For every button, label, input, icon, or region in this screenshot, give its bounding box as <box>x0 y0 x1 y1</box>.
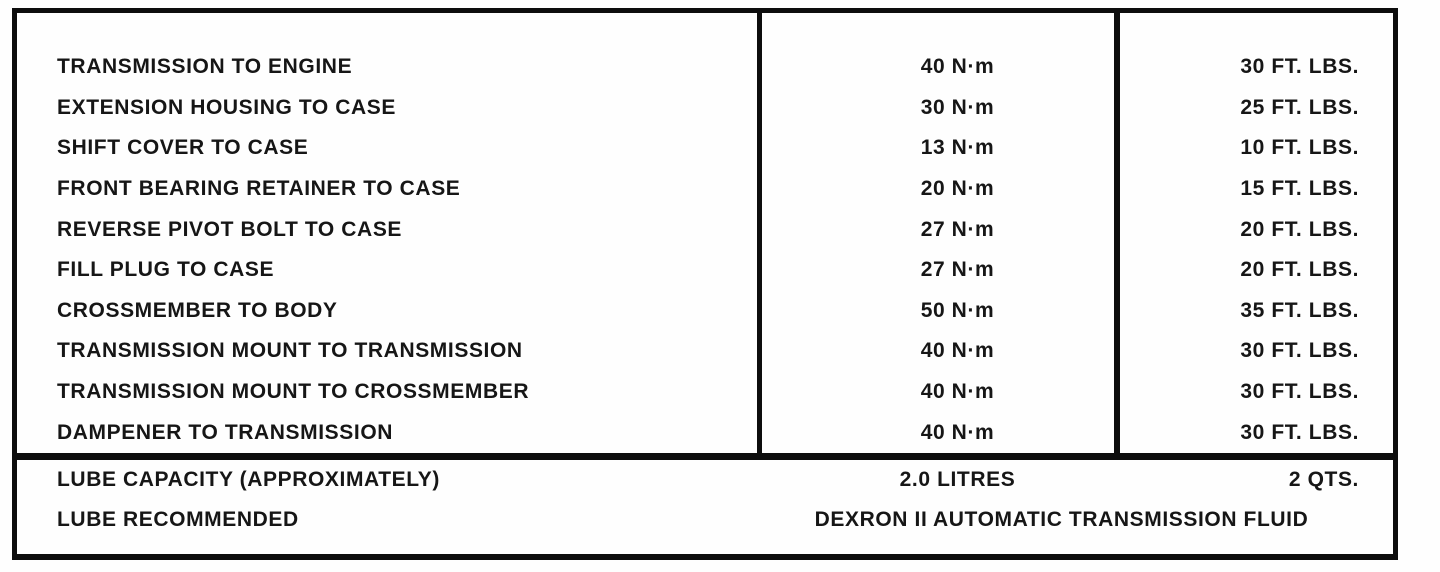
torque-ftlbs-value: 15 FT. LBS. <box>1240 177 1359 201</box>
table-row: TRANSMISSION TO ENGINE 40 N·m 30 FT. LBS… <box>17 47 1393 88</box>
table-row: TRANSMISSION MOUNT TO CROSSMEMBER 40 N·m… <box>17 372 1393 413</box>
torque-nm-value: 40 N·m <box>920 420 995 444</box>
table-row: LUBE CAPACITY (APPROXIMATELY) 2.0 LITRES… <box>17 460 1393 500</box>
torque-ftlbs-value: 20 FT. LBS. <box>1240 258 1359 282</box>
torque-ftlbs-value: 25 FT. LBS. <box>1240 95 1359 119</box>
component-label: TRANSMISSION MOUNT TO TRANSMISSION <box>57 339 523 363</box>
torque-nm-value: 50 N·m <box>920 298 995 322</box>
table-row: REVERSE PIVOT BOLT TO CASE 27 N·m 20 FT.… <box>17 209 1393 250</box>
table-row: CROSSMEMBER TO BODY 50 N·m 35 FT. LBS. <box>17 291 1393 332</box>
column-divider-imperial <box>1114 13 1120 454</box>
torque-nm-value: 27 N·m <box>920 258 995 282</box>
torque-ftlbs-value: 35 FT. LBS. <box>1240 298 1359 322</box>
torque-nm-value: 13 N·m <box>920 136 995 160</box>
table-row: DAMPENER TO TRANSMISSION 40 N·m 30 FT. L… <box>17 412 1393 453</box>
component-label: CROSSMEMBER TO BODY <box>57 298 338 322</box>
lube-capacity-label: LUBE CAPACITY (APPROXIMATELY) <box>57 468 440 491</box>
lube-section-divider <box>12 453 1398 460</box>
torque-ftlbs-value: 30 FT. LBS. <box>1240 380 1359 404</box>
torque-nm-value: 40 N·m <box>920 55 995 79</box>
torque-nm-value: 30 N·m <box>920 95 995 119</box>
torque-ftlbs-value: 30 FT. LBS. <box>1240 420 1359 444</box>
torque-nm-value: 40 N·m <box>920 339 995 363</box>
table-row: LUBE RECOMMENDED DEXRON II AUTOMATIC TRA… <box>17 500 1393 540</box>
lube-section: LUBE CAPACITY (APPROXIMATELY) 2.0 LITRES… <box>17 460 1393 540</box>
table-row: EXTENSION HOUSING TO CASE 30 N·m 25 FT. … <box>17 88 1393 129</box>
table-row: SHIFT COVER TO CASE 13 N·m 10 FT. LBS. <box>17 128 1393 169</box>
component-label: FILL PLUG TO CASE <box>57 258 275 282</box>
lube-recommended-label: LUBE RECOMMENDED <box>57 508 299 531</box>
table-row: FILL PLUG TO CASE 27 N·m 20 FT. LBS. <box>17 250 1393 291</box>
table-row: TRANSMISSION MOUNT TO TRANSMISSION 40 N·… <box>17 331 1393 372</box>
table-row: FRONT BEARING RETAINER TO CASE 20 N·m 15… <box>17 169 1393 210</box>
component-label: DAMPENER TO TRANSMISSION <box>57 420 394 444</box>
component-label: SHIFT COVER TO CASE <box>57 136 309 160</box>
lube-capacity-metric-value: 2.0 LITRES <box>899 468 1016 491</box>
torque-rows: TRANSMISSION TO ENGINE 40 N·m 30 FT. LBS… <box>17 13 1393 453</box>
component-label: FRONT BEARING RETAINER TO CASE <box>57 177 461 201</box>
torque-ftlbs-value: 30 FT. LBS. <box>1240 339 1359 363</box>
torque-ftlbs-value: 10 FT. LBS. <box>1240 136 1359 160</box>
component-label: TRANSMISSION TO ENGINE <box>57 55 353 79</box>
lube-recommended-value: DEXRON II AUTOMATIC TRANSMISSION FLUID <box>814 508 1309 531</box>
torque-ftlbs-value: 30 FT. LBS. <box>1240 55 1359 79</box>
spec-table: TRANSMISSION TO ENGINE 40 N·m 30 FT. LBS… <box>12 8 1398 560</box>
lube-capacity-imperial-value: 2 QTS. <box>1288 468 1359 491</box>
column-divider-metric <box>757 13 762 454</box>
component-label: TRANSMISSION MOUNT TO CROSSMEMBER <box>57 380 530 404</box>
torque-nm-value: 20 N·m <box>920 177 995 201</box>
component-label: REVERSE PIVOT BOLT TO CASE <box>57 217 403 241</box>
torque-nm-value: 40 N·m <box>920 380 995 404</box>
torque-nm-value: 27 N·m <box>920 217 995 241</box>
component-label: EXTENSION HOUSING TO CASE <box>57 95 396 119</box>
torque-ftlbs-value: 20 FT. LBS. <box>1240 217 1359 241</box>
